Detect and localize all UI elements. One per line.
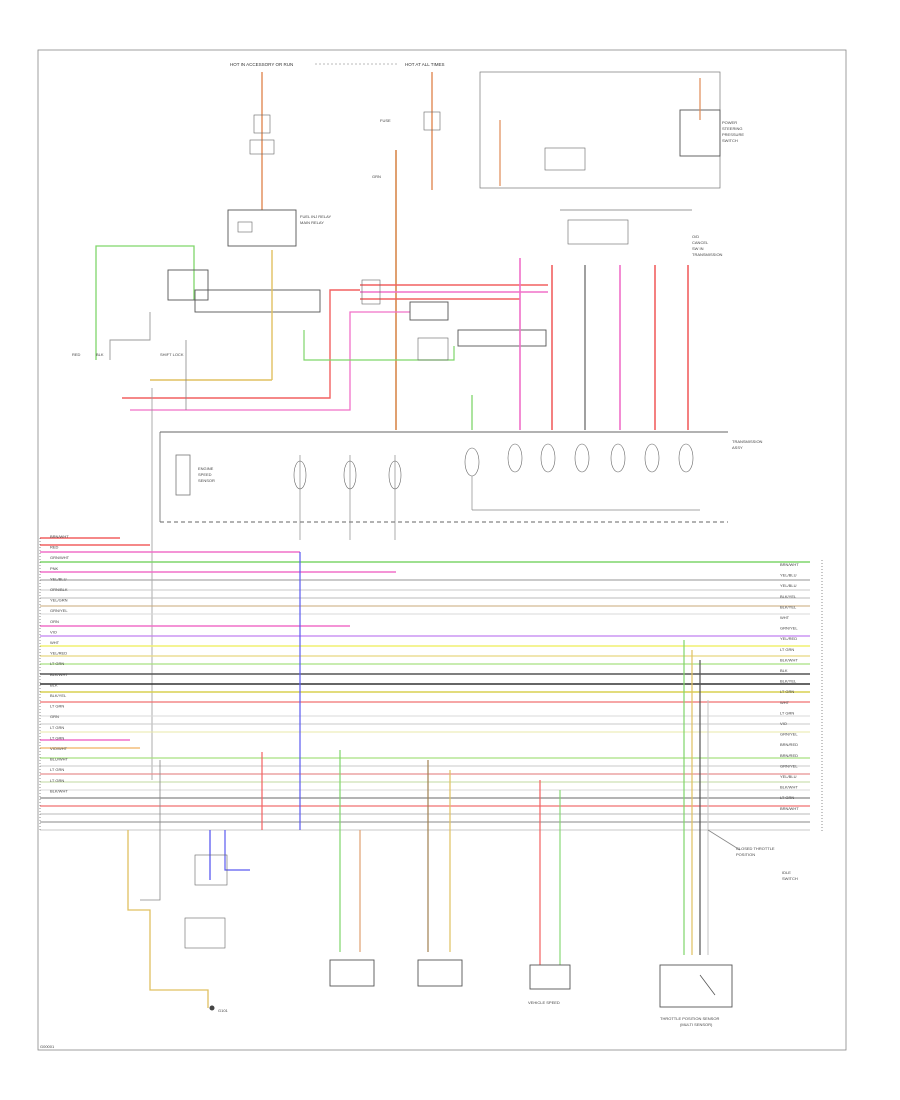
connector-right-label: BLK/YEL [780,679,797,684]
ecu-connector-harness [39,537,823,832]
svg-text:POWER: POWER [722,120,737,125]
svg-text:SENSOR: SENSOR [198,478,215,483]
control-harness [122,279,548,780]
svg-text:SWITCH: SWITCH [782,876,798,881]
connector-right-label: GRN/YEL [780,732,798,737]
connector-right-label: BRN/RED [780,753,798,758]
connector-left-label: PNK [50,566,59,571]
svg-text:FUSE: FUSE [380,118,391,123]
svg-text:TRANSMISSION: TRANSMISSION [692,252,723,257]
connector-left-label: BLK/YEL [50,693,67,698]
svg-text:O/D: O/D [692,234,699,239]
svg-text:STEERING: STEERING [722,126,742,131]
connector-right-label: BLK/WHT [780,785,798,790]
diagram-border [37,49,847,1051]
connector-left-label: GRN/YEL [50,608,68,613]
svg-text:POSITION: POSITION [736,852,755,857]
connector-right-label: LT GRN [780,689,794,694]
connector-right-label: BLK/YEL [780,594,797,599]
connector-right-label: GRN/YEL [780,763,798,768]
svg-text:MAIN RELAY: MAIN RELAY [300,220,324,225]
svg-text:(MULTI SENSOR): (MULTI SENSOR) [680,1022,713,1027]
connector-left-label: YEL/BLU [50,576,67,581]
svg-text:FUEL INJ RELAY: FUEL INJ RELAY [300,214,331,219]
connector-right-label: LT GRN [780,710,794,715]
connector-right-labels: BRN/WHT YEL/BLU YEL/BLU BLK/YEL BLK/YEL WHT GR… [780,562,799,811]
connector-right-label: BLK/YEL [780,604,797,609]
vss-label: VEHICLE SPEED [528,1000,560,1005]
throttle-position-sensor: THROTTLE POSITION SENSOR (MULTI SENSOR) … [659,640,798,1027]
transmission-label: TRANSMISSION [732,439,763,444]
svg-text:ENGINE: ENGINE [198,466,214,471]
connector-left-label: LT GRN [50,767,64,772]
connector-left-label: RED [50,545,59,550]
connector-right-label: YEL/BLU [780,583,797,588]
bus-label-left: HOT IN ACCESSORY OR RUN [230,62,293,67]
svg-text:CLOSED THROTTLE: CLOSED THROTTLE [736,846,775,851]
connector-right-label: BRN/WHT [780,806,799,811]
connector-right-label: YEL/BLU [780,573,797,578]
tps-label: THROTTLE POSITION SENSOR [660,1016,719,1021]
svg-text:SHIFT LOCK: SHIFT LOCK [160,352,184,357]
connector-right-label: VIO [780,721,787,726]
lower-sensors: VEHICLE SPEED [329,750,571,1005]
connector-left-label: BLK/WHT [50,788,68,793]
diagram-code: G00001 [40,1044,55,1049]
connector-right-label: BLK [780,668,788,673]
fuse-block-area: FUEL INJ RELAY MAIN RELAY FUSE POWER STE… [227,71,744,430]
connector-left-label: LT GRN [50,704,64,709]
connector-right-label: LT GRN [780,795,794,800]
lower-left-switches: G101 [127,552,301,1013]
bus-label-right: HOT AT ALL TIMES [405,62,445,67]
connector-left-label: LT GRN [50,735,64,740]
connector-right-label: WHT [780,615,790,620]
svg-text:SW IN: SW IN [692,246,704,251]
connector-left-label: BRN/WHT [50,534,69,539]
connector-left-label: YEL/GRN [50,598,68,603]
connector-left-label: BLK [50,682,58,687]
svg-text:PRESSURE: PRESSURE [722,132,744,137]
connector-right-label: LT GRN [780,647,794,652]
connector-right-label: GRN/YEL [780,626,798,631]
transmission-assembly: TRANSMISSION ASSY ENGINE SPEED SENSOR [159,431,763,540]
connector-right-label: BRN/RED [780,742,798,747]
svg-text:RED: RED [72,352,81,357]
svg-text:IDLE: IDLE [782,870,791,875]
inhibitor-circuit: RED BLK SHIFT LOCK [72,245,321,381]
connector-right-label: YEL/BLU [780,774,797,779]
connector-left-label: YEL/RED [50,651,67,656]
svg-text:SPEED: SPEED [198,472,212,477]
svg-text:ASSY: ASSY [732,445,743,450]
connector-left-label: LT GRN [50,661,64,666]
solenoid-switch-bank: O/D CANCEL SW IN TRANSMISSION [519,209,723,430]
connector-left-label: VIO/WHT [50,746,68,751]
ground-label: G101 [218,1008,229,1013]
connector-left-label: ORN/BLK [50,587,68,592]
connector-right-label: WHT [780,700,790,705]
svg-text:SWITCH: SWITCH [722,138,738,143]
svg-text:GRN: GRN [372,174,381,179]
connector-left-label: GRN [50,714,59,719]
connector-left-label: BLK/WHT [50,672,68,677]
connector-left-label: VIO [50,629,57,634]
svg-text:BLK: BLK [96,352,104,357]
connector-left-label: WHT [50,640,60,645]
svg-text:CANCEL: CANCEL [692,240,709,245]
connector-left-label: LT GRN [50,725,64,730]
connector-left-labels: BRN/WHT RED GRN/WHT PNK YEL/BLU ORN/BLK YEL/GR… [50,534,70,793]
connector-left-label: LT GRN [50,778,64,783]
connector-right-label: BRN/WHT [780,562,799,567]
connector-left-label: BLU/WHT [50,757,69,762]
connector-right-label: YEL/RED [780,636,797,641]
connector-left-label: GRN/WHT [50,555,70,560]
connector-right-label: BLK/WHT [780,657,798,662]
connector-left-label: ORN [50,619,59,624]
